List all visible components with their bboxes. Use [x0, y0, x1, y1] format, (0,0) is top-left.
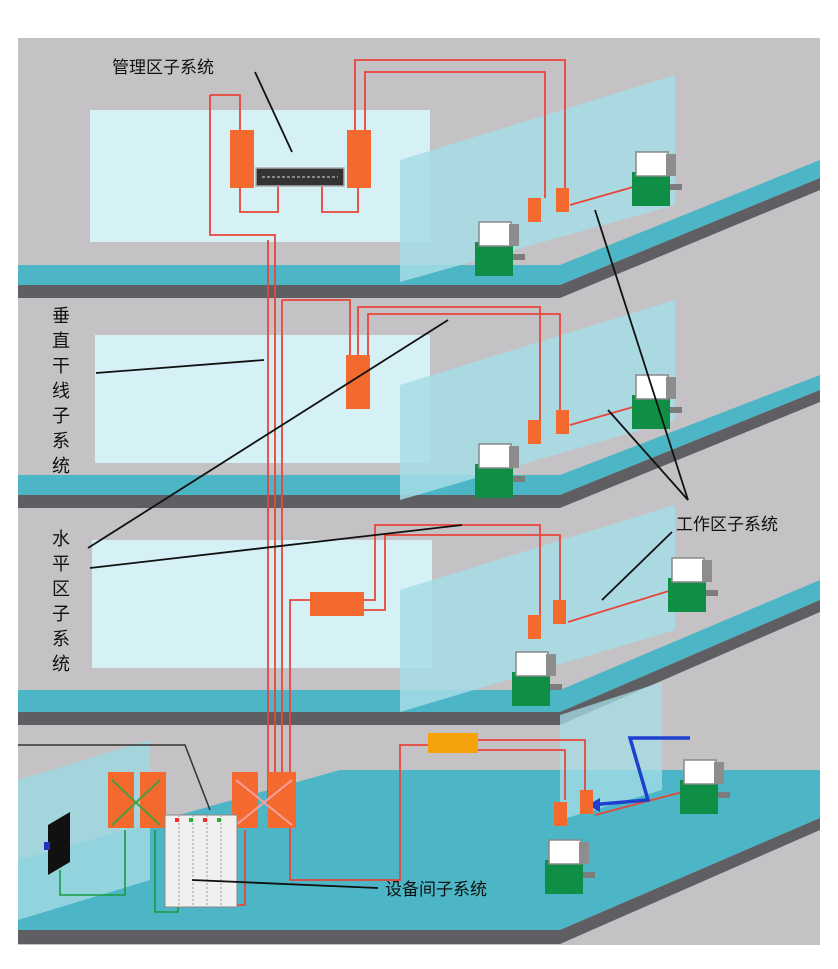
leader-lines — [87, 71, 689, 889]
patch-panel-4a — [230, 130, 254, 188]
equipment-rack — [164, 814, 238, 908]
svg-text:干: 干 — [52, 356, 70, 377]
room-panel-3 — [95, 335, 430, 463]
svg-text:线: 线 — [52, 381, 70, 402]
room-panel-2 — [92, 540, 432, 668]
label-horizontal-subsystem: 水 平 区 子 系 统 — [52, 529, 70, 675]
svg-text:水: 水 — [52, 529, 70, 550]
external-line — [18, 744, 211, 811]
label-equipment-room-subsystem: 设备间子系统 — [385, 880, 487, 900]
cable-routing — [209, 59, 691, 906]
label-vertical-subsystem: 垂 直 干 线 子 系 统 — [52, 306, 70, 477]
svg-text:直: 直 — [52, 331, 70, 352]
wall-device — [48, 812, 70, 875]
patch-panels — [44, 130, 478, 908]
partition-4 — [400, 75, 675, 282]
svg-text:垂: 垂 — [52, 306, 70, 327]
svg-text:统: 统 — [52, 654, 70, 675]
svg-text:系: 系 — [52, 431, 70, 452]
label-management-subsystem: 管理区子系统 — [112, 58, 214, 78]
floor-1 — [18, 795, 820, 930]
blue-uplink — [589, 736, 690, 807]
floor-distributor-2 — [310, 592, 364, 616]
floor-2 — [18, 580, 820, 712]
patch-panel-4b — [347, 130, 371, 188]
partition-2 — [400, 505, 675, 712]
svg-text:系: 系 — [52, 629, 70, 650]
svg-text:统: 统 — [52, 456, 70, 477]
label-work-area-subsystem: 工作区子系统 — [676, 515, 778, 535]
svg-text:区: 区 — [52, 579, 70, 600]
svg-text:平: 平 — [52, 554, 70, 575]
partition-3 — [400, 300, 675, 500]
hub-device — [428, 733, 478, 753]
floor-3 — [18, 375, 820, 495]
svg-text:子: 子 — [52, 406, 70, 427]
floor-4 — [18, 160, 820, 285]
svg-text:子: 子 — [52, 604, 70, 625]
